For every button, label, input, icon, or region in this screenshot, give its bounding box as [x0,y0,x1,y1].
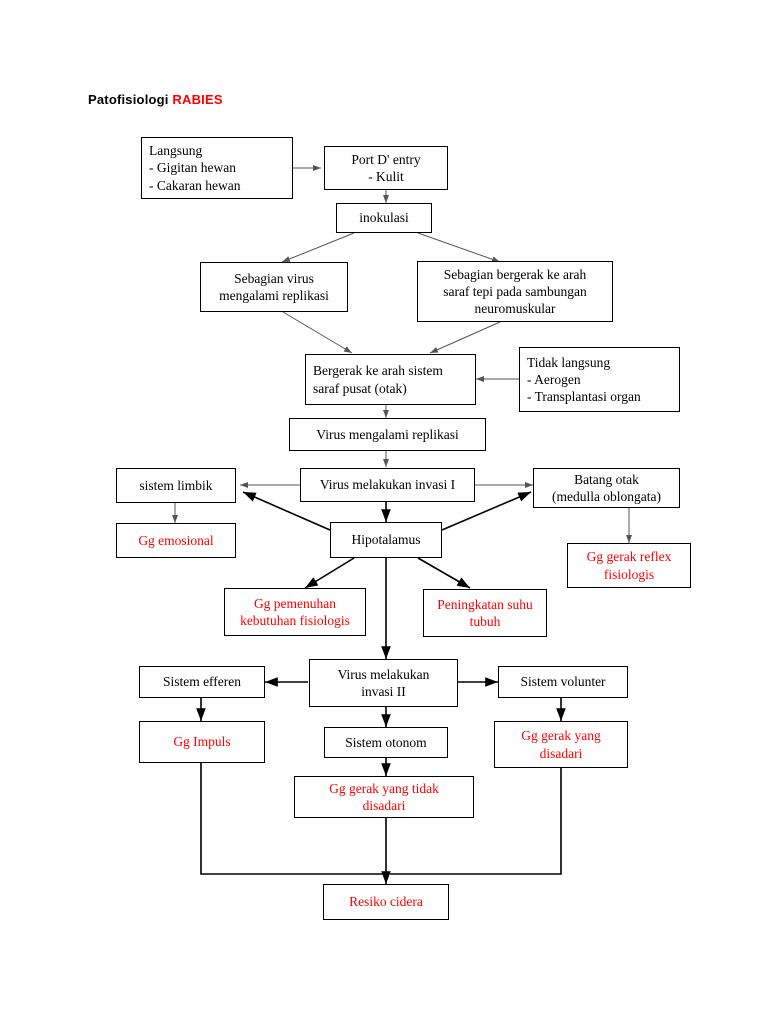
node-sistem-limbik[interactable]: sistem limbik [116,468,236,503]
node-gg-gerak-tidak-disadari-line-2: disadari [362,798,406,813]
node-inokulasi[interactable]: inokulasi [336,203,432,233]
node-sistem-volunter-line-1: Sistem volunter [520,674,606,690]
node-port-d-entry-line-2: - Kulit [368,169,404,184]
node-sebagian-saraf-tepi-line-3: neuromuskular [474,301,556,317]
node-sistem-efferen-line-1: Sistem efferen [162,674,242,690]
node-batang-otak-line-2: (medulla oblongata) [551,489,662,504]
node-sebagian-virus-replikasi[interactable]: Sebagian virus mengalami replikasi [200,262,348,312]
node-hipotalamus-line-1: Hipotalamus [351,532,421,548]
node-tidak-langsung-line-3: - Transplantasi organ [527,389,641,405]
node-sistem-otonom[interactable]: Sistem otonom [324,727,448,758]
node-batang-otak[interactable]: Batang otak (medulla oblongata) [533,468,680,508]
node-gg-pemenuhan[interactable]: Gg pemenuhan kebutuhan fisiologis [224,588,366,636]
node-sebagian-saraf-tepi-line-1: Sebagian bergerak ke arah [443,266,587,282]
node-resiko-cidera[interactable]: Resiko cidera [323,884,449,920]
node-langsung-line-1: Langsung [149,143,203,159]
node-gg-gerak-reflex-line-2: fisiologis [603,566,655,582]
node-virus-invasi-2-line-2: invasi II [361,684,406,699]
node-tidak-langsung[interactable]: Tidak langsung - Aerogen - Transplantasi… [519,347,680,412]
node-sebagian-saraf-tepi[interactable]: Sebagian bergerak ke arah saraf tepi pad… [417,261,613,322]
node-sebagian-saraf-tepi-line-2: saraf tepi pada sambungan [443,283,587,299]
node-gg-emosional-line-1: Gg emosional [138,532,214,548]
node-sebagian-virus-replikasi-line-1: Sebagian virus [234,270,314,286]
node-gg-impuls-line-1: Gg Impuls [173,734,231,750]
node-peningkatan-suhu-line-1: Peningkatan suhu [437,596,533,612]
node-gg-pemenuhan-line-2: kebutuhan fisiologis [240,613,350,628]
node-port-d-entry-line-1: Port D' entry [351,151,421,167]
node-gg-gerak-disadari-line-1: Gg gerak yang [521,728,601,744]
node-gg-gerak-disadari[interactable]: Gg gerak yang disadari [494,721,628,768]
page-title-prefix: Patofisiologi [88,92,173,107]
node-hipotalamus[interactable]: Hipotalamus [330,522,442,558]
node-gg-gerak-tidak-disadari-line-1: Gg gerak yang tidak [329,780,439,796]
node-sistem-volunter[interactable]: Sistem volunter [498,666,628,698]
node-gg-gerak-reflex[interactable]: Gg gerak reflex fisiologis [567,543,691,588]
node-virus-mengalami-replikasi-line-1: Virus mengalami replikasi [316,426,459,442]
node-virus-invasi-2-line-1: Virus melakukan [337,666,430,682]
node-tidak-langsung-line-2: - Aerogen [527,371,581,387]
node-sistem-limbik-line-1: sistem limbik [139,477,213,493]
node-virus-invasi-1-line-1: Virus melakukan invasi I [319,477,456,493]
node-peningkatan-suhu[interactable]: Peningkatan suhu tubuh [423,589,547,637]
node-gg-gerak-disadari-line-2: disadari [539,745,583,761]
node-peningkatan-suhu-line-2: tubuh [469,614,501,629]
node-langsung[interactable]: Langsung - Gigitan hewan - Cakaran hewan [141,137,293,199]
node-gg-gerak-tidak-disadari[interactable]: Gg gerak yang tidak disadari [294,776,474,818]
node-gg-impuls[interactable]: Gg Impuls [139,721,265,763]
node-virus-invasi-2[interactable]: Virus melakukan invasi II [309,659,458,707]
node-resiko-cidera-line-1: Resiko cidera [349,894,423,910]
node-gg-gerak-reflex-line-1: Gg gerak reflex [586,549,672,565]
node-port-d-entry[interactable]: Port D' entry - Kulit [324,146,448,190]
node-inokulasi-line-1: inokulasi [359,210,409,226]
node-langsung-line-2: - Gigitan hewan [149,160,236,176]
node-saraf-pusat[interactable]: Bergerak ke arah sistem saraf pusat (ota… [305,354,476,405]
node-sistem-otonom-line-1: Sistem otonom [345,734,427,750]
page-title: Patofisiologi RABIES [88,92,223,107]
node-gg-emosional[interactable]: Gg emosional [116,523,236,558]
node-virus-mengalami-replikasi[interactable]: Virus mengalami replikasi [289,418,486,451]
node-tidak-langsung-line-1: Tidak langsung [527,354,611,370]
node-sistem-efferen[interactable]: Sistem efferen [139,666,265,698]
page-title-highlight: RABIES [172,92,223,107]
node-virus-invasi-1[interactable]: Virus melakukan invasi I [300,468,475,502]
node-saraf-pusat-line-1: Bergerak ke arah sistem [313,363,443,379]
node-saraf-pusat-line-2: saraf pusat (otak) [313,380,407,396]
node-langsung-line-3: - Cakaran hewan [149,177,241,193]
node-batang-otak-line-1: Batang otak [574,471,639,487]
node-gg-pemenuhan-line-1: Gg pemenuhan [253,595,337,611]
node-sebagian-virus-replikasi-line-2: mengalami replikasi [219,288,329,303]
